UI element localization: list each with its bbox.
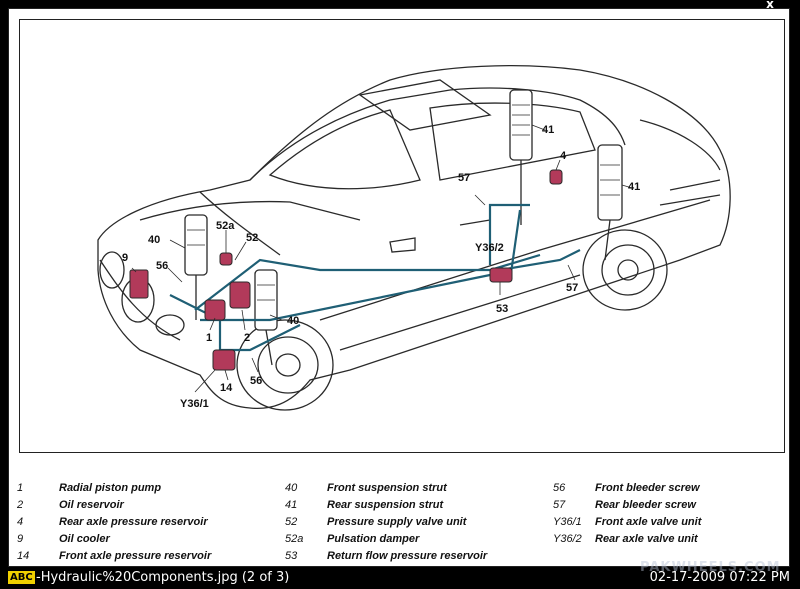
legend-number: Y36/1 xyxy=(553,516,582,528)
legend-number: 56 xyxy=(553,482,566,494)
car-drawing xyxy=(97,65,731,411)
watermark: PAKWHEELS.COM xyxy=(640,560,781,575)
callout-14: 14 xyxy=(220,382,233,394)
callout-y36-1: Y36/1 xyxy=(180,398,209,410)
legend-label: Return flow pressure reservoir xyxy=(327,550,488,562)
callout-57-lower: 57 xyxy=(566,282,579,294)
callout-1: 1 xyxy=(206,332,213,344)
callout-40-right: 40 xyxy=(287,315,300,327)
hydraulic-diagram: 41 41 4 57 57 Y36/2 53 52a 52 40 40 9 56… xyxy=(19,19,785,453)
callout-41-rear-left: 41 xyxy=(542,124,555,136)
legend-label: Rear axle valve unit xyxy=(595,533,698,545)
legend-label: Front axle pressure reservoir xyxy=(59,550,212,562)
legend-number: 4 xyxy=(17,516,24,528)
legend-number: 41 xyxy=(285,499,298,511)
legend-number: 14 xyxy=(17,550,30,562)
legend-label: Rear suspension strut xyxy=(327,499,444,511)
abc-icon: ABC xyxy=(8,571,35,584)
status-bar: ABC -Hydraulic%20Components.jpg (2 of 3)… xyxy=(0,567,800,589)
callout-52a: 52a xyxy=(216,220,235,232)
legend-label: Front suspension strut xyxy=(327,482,447,494)
timestamp: 02-17-2009 07:22 PM xyxy=(649,570,790,585)
legend-label: Rear axle pressure reservoir xyxy=(59,516,208,528)
callout-4: 4 xyxy=(560,150,567,162)
legend-number: 53 xyxy=(285,550,298,562)
legend-number: 1 xyxy=(17,482,24,494)
legend-number: 57 xyxy=(553,499,566,511)
image-panel: 41 41 4 57 57 Y36/2 53 52a 52 40 40 9 56… xyxy=(8,8,790,567)
legend-label: Rear bleeder screw xyxy=(595,499,696,511)
legend-label: Oil cooler xyxy=(59,533,110,545)
legend-number: 40 xyxy=(285,482,298,494)
callout-53: 53 xyxy=(496,303,509,315)
callout-2: 2 xyxy=(244,332,251,344)
legend-label: Front bleeder screw xyxy=(595,482,700,494)
legend-label: Pulsation damper xyxy=(327,533,420,545)
callout-56-lower: 56 xyxy=(250,375,263,387)
callout-56-upper: 56 xyxy=(156,260,169,272)
callout-9: 9 xyxy=(122,252,129,264)
legend: 1 Radial piston pump 2 Oil reservoir 4 R… xyxy=(9,472,789,564)
callout-y36-2: Y36/2 xyxy=(475,242,504,254)
callout-40-left: 40 xyxy=(148,234,161,246)
legend-number: 52 xyxy=(285,516,298,528)
legend-label: Pressure supply valve unit xyxy=(327,516,467,528)
callout-41-rear-right: 41 xyxy=(628,181,641,193)
callout-52: 52 xyxy=(246,232,259,244)
legend-label: Front axle valve unit xyxy=(595,516,702,528)
legend-number: Y36/2 xyxy=(553,533,582,545)
legend-number: 52a xyxy=(285,533,304,545)
image-filename: -Hydraulic%20Components.jpg (2 of 3) xyxy=(36,570,290,585)
legend-label: Oil reservoir xyxy=(59,499,124,511)
legend-number: 2 xyxy=(17,499,24,511)
callout-57-upper: 57 xyxy=(458,172,471,184)
legend-number: 9 xyxy=(17,533,24,545)
legend-label: Radial piston pump xyxy=(59,482,162,494)
